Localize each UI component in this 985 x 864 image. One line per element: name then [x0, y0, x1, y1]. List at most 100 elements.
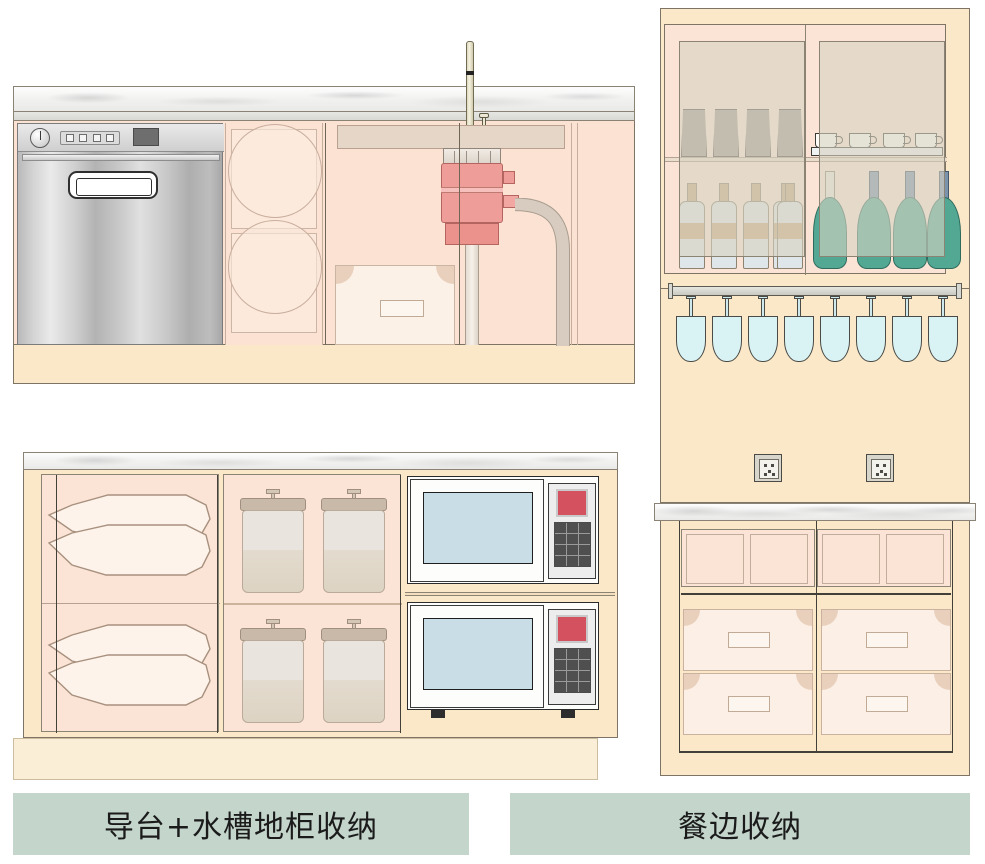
microwave-upper[interactable] [407, 476, 599, 584]
caption-right: 餐边收纳 [510, 793, 970, 855]
keypad-key[interactable] [555, 545, 566, 555]
box-corner [436, 266, 454, 284]
wine-glass[interactable] [854, 296, 888, 374]
storage-box[interactable] [683, 673, 813, 735]
countertop-edge [13, 112, 635, 121]
disposal-band [441, 187, 503, 193]
faucet-stem[interactable] [466, 41, 474, 129]
outlet-pin [876, 464, 879, 467]
panel-sink-base-cabinet [13, 41, 635, 384]
keypad-key[interactable] [555, 671, 566, 681]
storage-box[interactable] [821, 609, 951, 671]
wine-glass[interactable] [710, 296, 744, 374]
dishwasher-control-panel[interactable] [18, 124, 224, 152]
panel-base-cabinet-storage [13, 452, 635, 780]
under-sink-storage-box[interactable] [335, 265, 455, 345]
cabinet-bottom-rail [679, 751, 953, 753]
box-label [728, 632, 770, 648]
microwave-door[interactable] [410, 479, 544, 582]
cabinet-glass-door-right[interactable] [819, 41, 945, 257]
keypad-key[interactable] [567, 556, 578, 566]
outlet-face[interactable] [759, 459, 779, 479]
wine-glass[interactable] [926, 296, 960, 374]
keypad-key[interactable] [555, 660, 566, 670]
stemware-rack [668, 286, 962, 296]
panel-sideboard [650, 8, 981, 789]
microwave-control-panel[interactable] [548, 609, 596, 705]
sink-basin [337, 125, 565, 149]
wall-outlet-left[interactable] [754, 454, 782, 482]
grain-jar[interactable] [238, 489, 308, 593]
microwave-keypad[interactable] [554, 648, 591, 693]
microwave-control-panel[interactable] [548, 483, 596, 579]
keypad-key[interactable] [579, 671, 590, 681]
garbage-disposal-unit[interactable] [441, 163, 503, 223]
grain-jar[interactable] [319, 619, 389, 723]
dishwasher-program-knob[interactable] [30, 128, 50, 148]
microwave-window [423, 618, 533, 690]
keypad-key[interactable] [555, 649, 566, 659]
wine-glass[interactable] [818, 296, 852, 374]
microwave-keypad[interactable] [554, 522, 591, 567]
keypad-key[interactable] [567, 649, 578, 659]
disposal-mount-ear [503, 171, 515, 184]
keypad-key[interactable] [579, 556, 590, 566]
keypad-key[interactable] [579, 523, 590, 533]
drawer-left[interactable] [681, 529, 815, 587]
keypad-key[interactable] [579, 534, 590, 544]
dishwasher-button-row[interactable] [60, 131, 120, 145]
dishwasher-button-4[interactable] [106, 134, 115, 142]
drawer-right[interactable] [817, 529, 951, 587]
outlet-pin [883, 464, 886, 467]
outlet-face[interactable] [871, 459, 891, 479]
keypad-key[interactable] [567, 534, 578, 544]
collar-rib [454, 151, 455, 163]
sink-countertop [13, 86, 635, 112]
keypad-key[interactable] [579, 649, 590, 659]
keypad-key[interactable] [555, 523, 566, 533]
wine-glass[interactable] [674, 296, 708, 374]
disposal-lower-housing [445, 223, 499, 245]
dishwasher[interactable] [17, 123, 224, 345]
keypad-key[interactable] [567, 545, 578, 555]
box-corner [822, 610, 838, 626]
dishwasher-button-3[interactable] [92, 134, 101, 142]
drain-pipe [515, 198, 570, 346]
keypad-key[interactable] [567, 660, 578, 670]
wine-glass[interactable] [890, 296, 924, 374]
glass-foot [830, 296, 840, 299]
wine-glass[interactable] [746, 296, 780, 374]
keypad-key[interactable] [567, 682, 578, 692]
keypad-key[interactable] [555, 682, 566, 692]
glass-bowl [928, 316, 958, 362]
keypad-key[interactable] [567, 523, 578, 533]
grain-jar[interactable] [238, 619, 308, 723]
storage-box[interactable] [821, 673, 951, 735]
outlet-pin [764, 473, 767, 476]
dishwasher-button-2[interactable] [79, 134, 88, 142]
microwave-lower[interactable] [407, 602, 599, 710]
dishwasher-door-handle[interactable] [68, 171, 158, 199]
base-cabinet-plinth [13, 738, 598, 780]
wall-outlet-right[interactable] [866, 454, 894, 482]
keypad-key[interactable] [567, 671, 578, 681]
box-corner [822, 674, 838, 690]
box-label [728, 696, 770, 712]
dishwasher-button-1[interactable] [65, 134, 74, 142]
storage-box[interactable] [683, 609, 813, 671]
collar-rib [490, 151, 491, 163]
cabinet-glass-door-left[interactable] [679, 41, 805, 257]
keypad-key[interactable] [579, 682, 590, 692]
box-label [380, 300, 424, 317]
keypad-key[interactable] [579, 545, 590, 555]
microwave-door[interactable] [410, 605, 544, 708]
wine-glass[interactable] [782, 296, 816, 374]
glass-foot [902, 296, 912, 299]
keypad-key[interactable] [555, 534, 566, 544]
glass-foot [722, 296, 732, 299]
keypad-key[interactable] [555, 556, 566, 566]
grain-jar[interactable] [319, 489, 389, 593]
glass-bowl [856, 316, 886, 362]
microwave-foot [561, 710, 575, 718]
keypad-key[interactable] [579, 660, 590, 670]
